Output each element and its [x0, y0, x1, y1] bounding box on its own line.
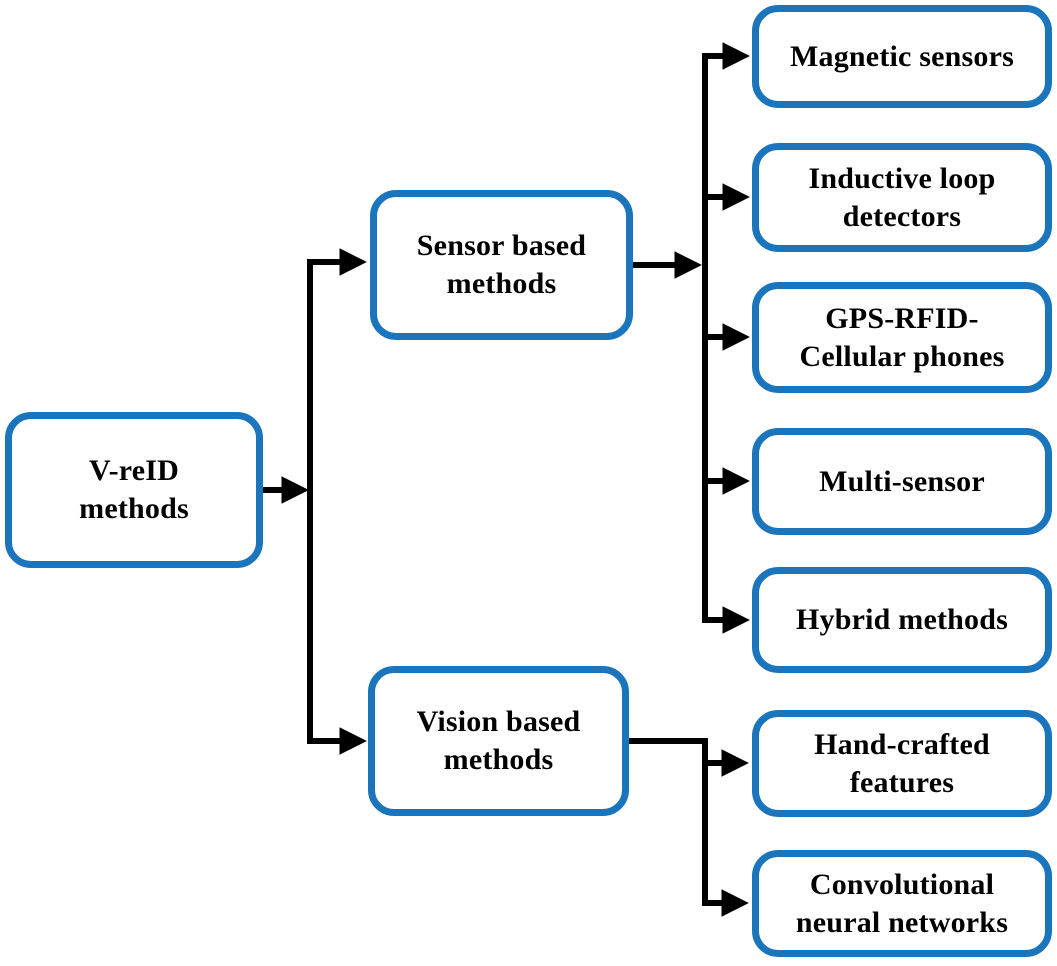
node-multi-sensor-label: Multi-sensor: [819, 464, 985, 498]
node-gps-rfid-cellular-phones: GPS-RFID- Cellular phones: [752, 282, 1052, 393]
connector-vision-to-cnn: [629, 738, 749, 917]
node-gps-rfid-cellular-phones-label: GPS-RFID- Cellular phones: [799, 301, 1005, 373]
node-vreid-methods: V-reID methods: [5, 412, 263, 568]
node-vision-based-methods-label: Vision based methods: [416, 705, 581, 776]
node-convolutional-neural-networks: Convolutional neural networks: [752, 850, 1052, 957]
node-inductive-loop-detectors-label: Inductive loop detectors: [808, 161, 996, 233]
node-hand-crafted-features: Hand-crafted features: [752, 710, 1052, 817]
node-hybrid-methods-label: Hybrid methods: [796, 603, 1008, 636]
node-sensor-based-methods: Sensor based methods: [370, 190, 633, 340]
node-vreid-methods-label: V-reID methods: [79, 454, 189, 525]
node-inductive-loop-detectors: Inductive loop detectors: [752, 143, 1052, 252]
node-hand-crafted-features-label: Hand-crafted features: [814, 727, 990, 799]
node-sensor-based-methods-label: Sensor based methods: [416, 229, 587, 300]
node-magnetic-sensors: Magnetic sensors: [752, 5, 1052, 108]
node-convolutional-neural-networks-label: Convolutional neural networks: [795, 867, 1009, 939]
node-magnetic-sensors-label: Magnetic sensors: [790, 39, 1014, 73]
node-hybrid-methods: Hybrid methods: [752, 567, 1052, 673]
node-vision-based-methods: Vision based methods: [368, 666, 629, 816]
node-multi-sensor: Multi-sensor: [752, 428, 1052, 535]
